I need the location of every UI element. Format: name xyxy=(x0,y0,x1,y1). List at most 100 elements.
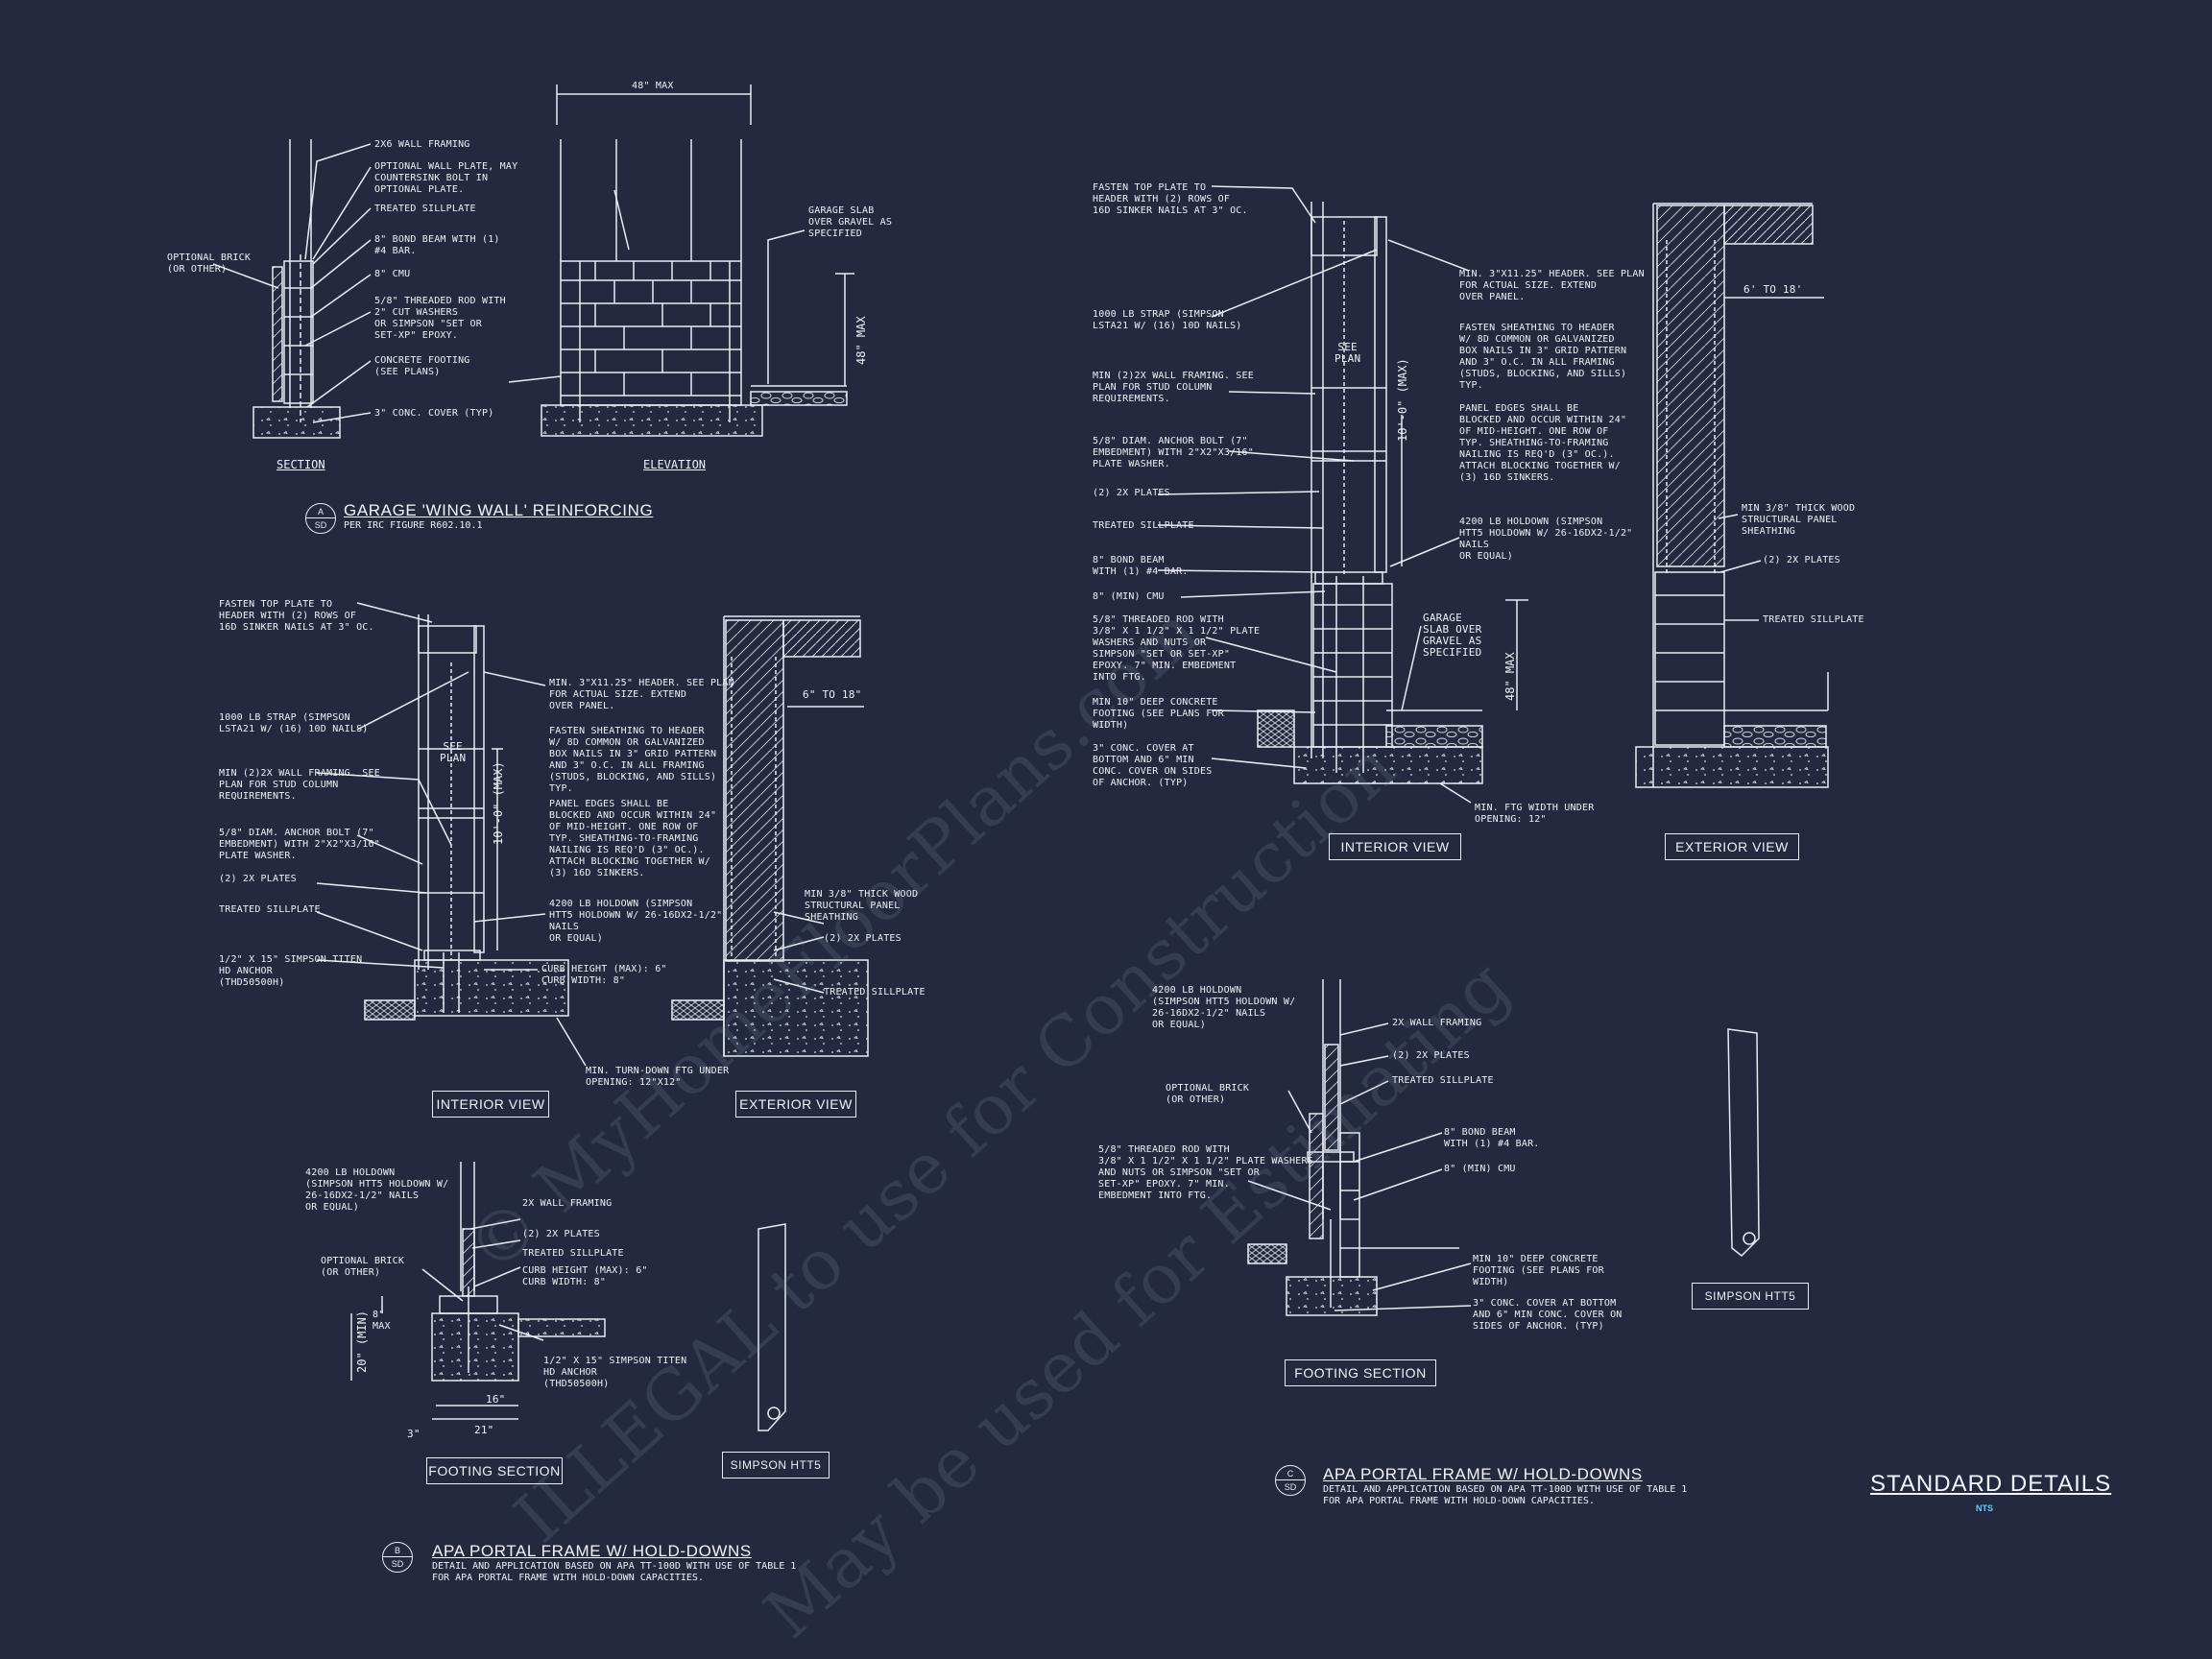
b-fs-titen: 1/2" x 15" SIMPSON TITEN HD ANCHOR (THD5… xyxy=(543,1356,687,1389)
a-dim-top: 48" MAX xyxy=(632,81,674,91)
a-note-bond-beam: 8" BOND BEAM WITH (1) #4 BAR. xyxy=(374,234,500,256)
c-fs-bond: 8" BOND BEAM WITH (1) #4 BAR. xyxy=(1444,1127,1540,1149)
c-dim-range: 6' TO 18' xyxy=(1743,283,1803,296)
a-detail-subtitle: PER IRC FIGURE R602.10.1 xyxy=(344,520,483,531)
c-note-treated-sillplate: TREATED SILLPLATE xyxy=(1093,520,1194,531)
b-bubble-divider xyxy=(383,1556,412,1557)
c-see-plan: SEE PLAN xyxy=(1334,341,1361,365)
b-fs-curb: CURB HEIGHT (MAX): 6" CURB WIDTH: 8" xyxy=(522,1265,648,1287)
c-note-cmu: 8" (MIN) CMU xyxy=(1093,591,1165,602)
a-note-optional-brick: OPTIONAL BRICK (OR OTHER) xyxy=(167,252,252,275)
a-note-threaded-rod: 5/8" THREADED ROD WITH 2" CUT WASHERS OR… xyxy=(374,296,506,341)
b-note-panel-sheathing: MIN 3/8" THICK WOOD STRUCTURAL PANEL SHE… xyxy=(805,889,919,923)
c-interior-view-label: INTERIOR VIEW xyxy=(1329,833,1461,860)
c-note-bond-beam: 8" BOND BEAM WITH (1) #4 BAR. xyxy=(1093,555,1189,577)
b-interior-view-label: INTERIOR VIEW xyxy=(432,1091,549,1118)
c-detail-title: APA PORTAL FRAME W/ HOLD-DOWNS xyxy=(1323,1465,1643,1483)
c-note-header: MIN. 3"x11.25" HEADER. SEE PLAN FOR ACTU… xyxy=(1459,269,1645,302)
c-note-strap: 1000 LB STRAP (SIMPSON LSTA21 W/ (16) 10… xyxy=(1093,309,1242,331)
a-detail-bubble: A SD xyxy=(305,503,336,534)
c-bubble-divider xyxy=(1276,1479,1305,1480)
b-note-plates: (2) 2x PLATES xyxy=(219,874,297,884)
b-detail-bubble: B SD xyxy=(382,1542,413,1573)
c-note-holdown: 4200 LB HOLDOWN (SIMPSON HTT5 HOLDOWN W/… xyxy=(1459,517,1633,562)
c-note-panel-edges: PANEL EDGES SHALL BE BLOCKED AND OCCUR W… xyxy=(1459,403,1627,483)
c-fs-sill: TREATED SILLPLATE xyxy=(1392,1075,1494,1086)
b-bubble-letter: B xyxy=(394,1546,400,1555)
b-fs-dim-21: 21" xyxy=(474,1424,494,1436)
a-bubble-letter: A xyxy=(317,507,324,517)
b-fs-plates: (2) 2x PLATES xyxy=(522,1229,600,1239)
c-bubble-sheet: SD xyxy=(1284,1482,1297,1492)
b-see-plan: SEE PLAN xyxy=(440,740,467,764)
a-note-wall-framing: 2x6 WALL FRAMING xyxy=(374,139,470,150)
b-note-turn-down: MIN. TURN-DOWN FTG UNDER OPENING: 12"x12… xyxy=(586,1066,730,1088)
c-note-ext-sillplate: TREATED SILLPLATE xyxy=(1763,614,1864,625)
c-detail-subtitle-1: DETAIL AND APPLICATION BASED ON APA TT-1… xyxy=(1323,1484,1688,1495)
b-note-treated-sillplate: TREATED SILLPLATE xyxy=(219,904,321,915)
c-note-panel-sheathing: MIN 3/8" THICK WOOD STRUCTURAL PANEL SHE… xyxy=(1742,503,1856,537)
b-fs-dim-20min: 20" (MIN) xyxy=(355,1310,369,1373)
c-dim-height: 10'-0" (MAX) xyxy=(1396,358,1409,442)
a-dim-side: 48" MAX xyxy=(854,316,868,365)
a-note-garage-slab: GARAGE SLAB OVER GRAVEL AS SPECIFIED xyxy=(808,205,893,239)
a-detail-title: GARAGE 'WING WALL' REINFORCING xyxy=(344,501,654,519)
b-exterior-view-label: EXTERIOR VIEW xyxy=(735,1091,856,1118)
c-note-garage-slab: GARAGE SLAB OVER GRAVEL AS SPECIFIED xyxy=(1423,612,1482,659)
b-note-titen: 1/2" x 15" SIMPSON TITEN HD ANCHOR (THD5… xyxy=(219,954,363,988)
a-note-treated-sillplate: TREATED SILLPLATE xyxy=(374,204,476,214)
b-detail-subtitle-2: FOR APA PORTAL FRAME WITH HOLD-DOWN CAPA… xyxy=(432,1573,704,1583)
b-dim-height: 10'-0" (MAX) xyxy=(492,761,505,845)
b-note-min-framing: MIN (2)2X WALL FRAMING. SEE PLAN FOR STU… xyxy=(219,768,380,802)
c-note-threaded-rod: 5/8" THREADED ROD WITH 3/8" x 1 1/2" x 1… xyxy=(1093,614,1261,683)
a-note-conc-cover: 3" CONC. COVER (TYP) xyxy=(374,408,494,419)
c-fs-footing: MIN 10" DEEP CONCRETE FOOTING (SEE PLANS… xyxy=(1473,1254,1604,1287)
b-detail-title: APA PORTAL FRAME W/ HOLD-DOWNS xyxy=(432,1542,752,1560)
b-fs-dim-8max: 8" MAX xyxy=(373,1310,391,1332)
b-simpson-label: SIMPSON HTT5 xyxy=(722,1452,830,1479)
b-fs-sill: TREATED SILLPLATE xyxy=(522,1248,624,1259)
c-note-ext-plates: (2) 2x PLATES xyxy=(1763,555,1840,565)
b-note-sheathing: FASTEN SHEATHING TO HEADER W/ 8d COMMON … xyxy=(549,726,717,794)
c-simpson-label: SIMPSON HTT5 xyxy=(1692,1283,1809,1310)
b-fs-brick: OPTIONAL BRICK (OR OTHER) xyxy=(321,1256,405,1278)
c-note-min-framing: MIN (2)2X WALL FRAMING. SEE PLAN FOR STU… xyxy=(1093,371,1254,404)
a-note-concrete-footing: CONCRETE FOOTING (SEE PLANS) xyxy=(374,355,470,377)
b-fs-framing: 2X WALL FRAMING xyxy=(522,1198,613,1209)
b-fs-dim-16: 16" xyxy=(486,1393,506,1406)
b-note-ext-plates: (2) 2x PLATES xyxy=(824,933,902,944)
b-note-anchor-bolt: 5/8" DIAM. ANCHOR BOLT (7" EMBEDMENT) WI… xyxy=(219,828,380,861)
b-bubble-sheet: SD xyxy=(391,1559,404,1569)
b-fs-holdown: 4200 LB HOLDOWN (SIMPSON HTT5 HOLDOWN W/… xyxy=(305,1167,449,1213)
b-detail-subtitle-1: DETAIL AND APPLICATION BASED ON APA TT-1… xyxy=(432,1561,797,1572)
b-note-ext-sillplate: TREATED SILLPLATE xyxy=(824,987,926,998)
b-note-fasten-top: FASTEN TOP PLATE TO HEADER WITH (2) ROWS… xyxy=(219,599,374,633)
a-elevation-label: ELEVATION xyxy=(643,458,707,471)
a-note-optional-plate: OPTIONAL WALL PLATE, MAY COUNTERSINK BOL… xyxy=(374,161,518,195)
b-note-holdown: 4200 LB HOLDOWN (SIMPSON HTT5 HOLDOWN W/… xyxy=(549,899,723,944)
c-fs-framing: 2X WALL FRAMING xyxy=(1392,1018,1482,1028)
c-exterior-view-label: EXTERIOR VIEW xyxy=(1665,833,1799,860)
b-dim-range: 6" TO 18" xyxy=(803,688,862,701)
c-fs-cmu: 8" (MIN) CMU xyxy=(1444,1164,1516,1174)
a-section-label: SECTION xyxy=(276,458,325,471)
c-footing-section-label: FOOTING SECTION xyxy=(1285,1359,1436,1386)
c-note-fasten-top: FASTEN TOP PLATE TO HEADER WITH (2) ROWS… xyxy=(1093,182,1248,216)
c-fs-plates: (2) 2x PLATES xyxy=(1392,1050,1470,1061)
a-bubble-sheet: SD xyxy=(314,520,327,530)
b-fs-dim-3: 3" xyxy=(407,1428,421,1440)
c-note-conc-cover: 3" CONC. COVER AT BOTTOM AND 6" MIN CONC… xyxy=(1093,743,1213,788)
c-fs-holdown: 4200 LB HOLDOWN (SIMPSON HTT5 HOLDOWN W/… xyxy=(1152,985,1296,1030)
c-note-sheathing: FASTEN SHEATHING TO HEADER W/ 8d COMMON … xyxy=(1459,323,1627,391)
c-detail-bubble: C SD xyxy=(1275,1465,1306,1496)
c-fs-cover: 3" CONC. COVER AT BOTTOM AND 6" MIN CONC… xyxy=(1473,1298,1623,1332)
c-fs-brick: OPTIONAL BRICK (OR OTHER) xyxy=(1166,1083,1250,1105)
a-bubble-divider xyxy=(306,517,335,518)
c-detail-subtitle-2: FOR APA PORTAL FRAME WITH HOLD-DOWN CAPA… xyxy=(1323,1496,1595,1506)
sheet-scale: NTS xyxy=(1976,1503,1993,1513)
b-footing-section-label: FOOTING SECTION xyxy=(426,1457,563,1484)
a-note-cmu: 8" CMU xyxy=(374,269,411,279)
c-dim-48: 48" MAX xyxy=(1503,652,1517,701)
